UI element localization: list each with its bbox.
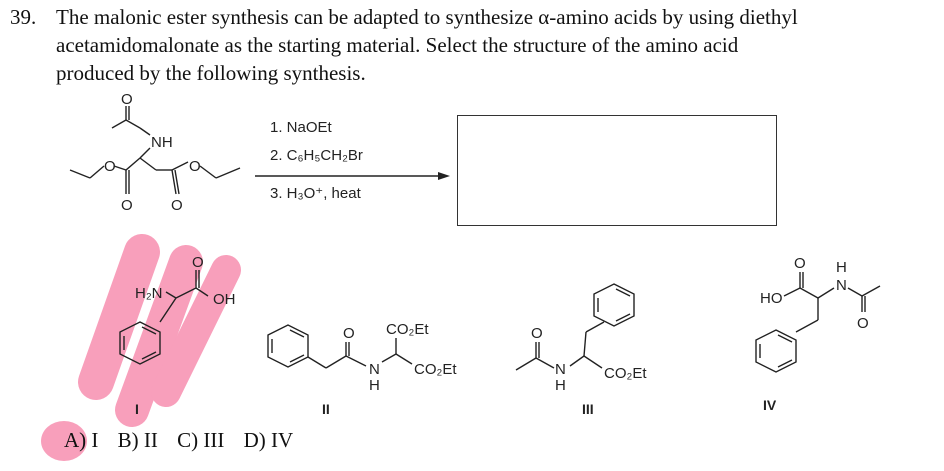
struct-II-co2et-top: CO₂Et <box>386 321 429 338</box>
struct-II-h: H <box>369 377 380 394</box>
start-nh: NH <box>151 134 173 151</box>
structure-III <box>515 283 635 371</box>
struct-IV-h: H <box>836 259 847 276</box>
structure-II <box>267 324 413 369</box>
struct-IV-ho: HO <box>760 290 783 307</box>
question-line-2: acetamidomalonate as the starting materi… <box>56 33 739 57</box>
choice-d[interactable]: D) IV <box>243 428 294 452</box>
struct-II-n: N <box>369 361 380 378</box>
struct-III-h: H <box>555 377 566 394</box>
start-o-left: O <box>104 158 116 175</box>
highlight-marks <box>41 234 241 461</box>
question-line-1: The malonic ester synthesis can be adapt… <box>56 5 798 29</box>
structure-IV <box>755 272 881 373</box>
struct-I-oh: OH <box>213 291 236 308</box>
highlight-circle <box>41 421 87 461</box>
struct-IV-o-bottom: O <box>857 315 869 332</box>
reaction-step-2: 2. C₆H₅CH₂Br <box>270 147 363 164</box>
struct-III-n: N <box>555 361 566 378</box>
highlight-stroke-2 <box>115 245 203 427</box>
struct-II-o: O <box>343 325 355 342</box>
question-number: 39. <box>10 5 37 29</box>
reaction-step-3: 3. H₃O⁺, heat <box>270 185 362 202</box>
start-o-bottom-right: O <box>171 197 183 214</box>
highlight-stroke-1 <box>78 234 160 400</box>
struct-I-label: I <box>135 401 139 417</box>
struct-II-label: II <box>322 401 330 417</box>
struct-I-h2n: H₂N <box>135 285 163 302</box>
question-line-3: produced by the following synthesis. <box>56 61 366 85</box>
struct-IV-o-top: O <box>794 255 806 272</box>
start-o-top: O <box>121 91 133 108</box>
struct-III-o: O <box>531 325 543 342</box>
struct-IV-n: N <box>836 277 847 294</box>
start-o-right: O <box>189 158 201 175</box>
choice-a[interactable]: A) I <box>64 428 99 452</box>
start-o-bottom-left: O <box>121 197 133 214</box>
choice-b[interactable]: B) II <box>117 428 158 452</box>
struct-III-co2et: CO₂Et <box>604 365 647 382</box>
struct-I-o: O <box>192 254 204 271</box>
struct-II-co2et-bottom: CO₂Et <box>414 361 457 378</box>
reaction-step-1: 1. NaOEt <box>270 119 333 136</box>
answer-box[interactable] <box>457 115 777 226</box>
answer-choices: A) I B) II C) III D) IV <box>64 428 307 453</box>
struct-IV-label: IV <box>763 397 777 413</box>
struct-III-label: III <box>582 401 594 417</box>
choice-c[interactable]: C) III <box>177 428 225 452</box>
starting-material <box>69 106 241 195</box>
structure-I <box>119 270 209 365</box>
reaction-arrow-head <box>438 172 450 180</box>
highlight-stroke-3 <box>151 255 241 407</box>
